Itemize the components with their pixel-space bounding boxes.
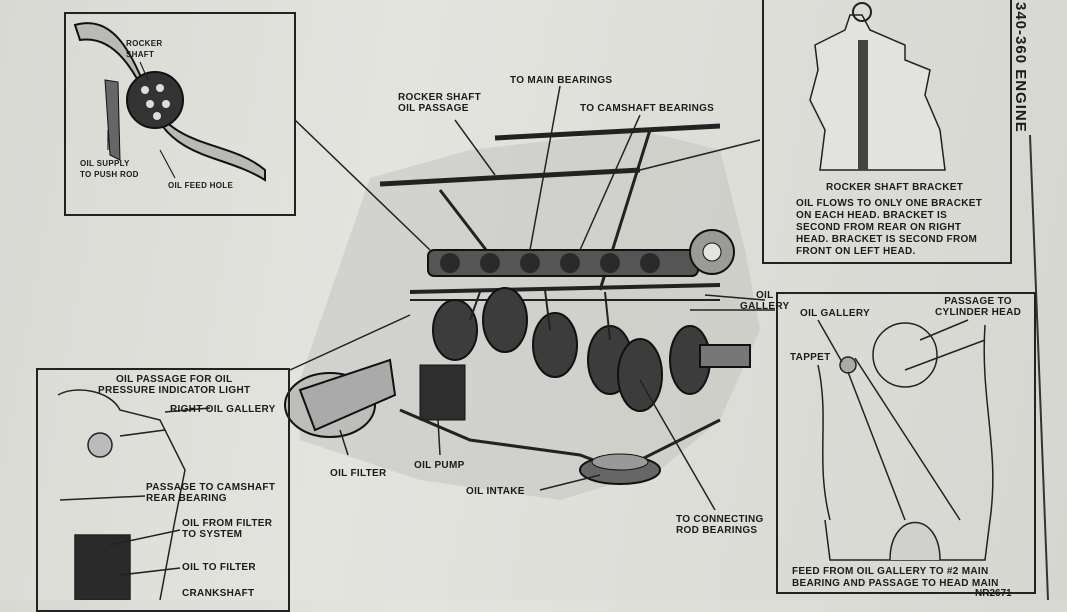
label-tappet: TAPPET (790, 352, 831, 363)
label-right-oil-gallery: RIGHT OIL GALLERY (170, 404, 276, 415)
figure-code: NR2671 (975, 588, 1012, 599)
label-oil-from-filter: OIL FROM FILTER TO SYSTEM (182, 518, 273, 540)
label-passage-camshaft: PASSAGE TO CAMSHAFT REAR BEARING (146, 482, 276, 504)
label-rocker-shaft: ROCKER SHAFT (126, 39, 163, 59)
label-oil-passage-indicator: OIL PASSAGE FOR OIL PRESSURE INDICATOR L… (98, 374, 251, 396)
label-passage-to-head: PASSAGE TO CYLINDER HEAD (935, 296, 1022, 318)
label-to-main-bearings: TO MAIN BEARINGS (510, 75, 613, 86)
label-inset-oil-gallery: OIL GALLERY (800, 308, 870, 319)
label-to-camshaft-bearings: TO CAMSHAFT BEARINGS (580, 103, 715, 114)
label-gallery-caption: FEED FROM OIL GALLERY TO #2 MAIN BEARING… (792, 566, 999, 589)
label-oil-intake: OIL INTAKE (466, 486, 525, 497)
label-oil-supply: OIL SUPPLY TO PUSH ROD (80, 159, 139, 179)
label-oil-to-filter: OIL TO FILTER (182, 562, 256, 573)
label-to-connecting-rod: TO CONNECTING ROD BEARINGS (676, 514, 764, 536)
label-oil-pump: OIL PUMP (414, 460, 465, 471)
label-crankshaft: CRANKSHAFT (182, 588, 255, 599)
inset-gallery-box (776, 292, 1036, 594)
label-bracket-note: OIL FLOWS TO ONLY ONE BRACKET ON EACH HE… (796, 198, 983, 257)
inset-bracket-box (762, 0, 1012, 264)
inset-rocker-box (64, 12, 296, 216)
label-oil-filter: OIL FILTER (330, 468, 387, 479)
label-oil-gallery-main: OIL GALLERY (740, 290, 790, 312)
label-rocker-shaft-oil-passage: ROCKER SHAFT OIL PASSAGE (398, 92, 482, 114)
label-oil-feed-hole: OIL FEED HOLE (168, 181, 234, 190)
label-rocker-shaft-bracket: ROCKER SHAFT BRACKET (826, 182, 964, 193)
